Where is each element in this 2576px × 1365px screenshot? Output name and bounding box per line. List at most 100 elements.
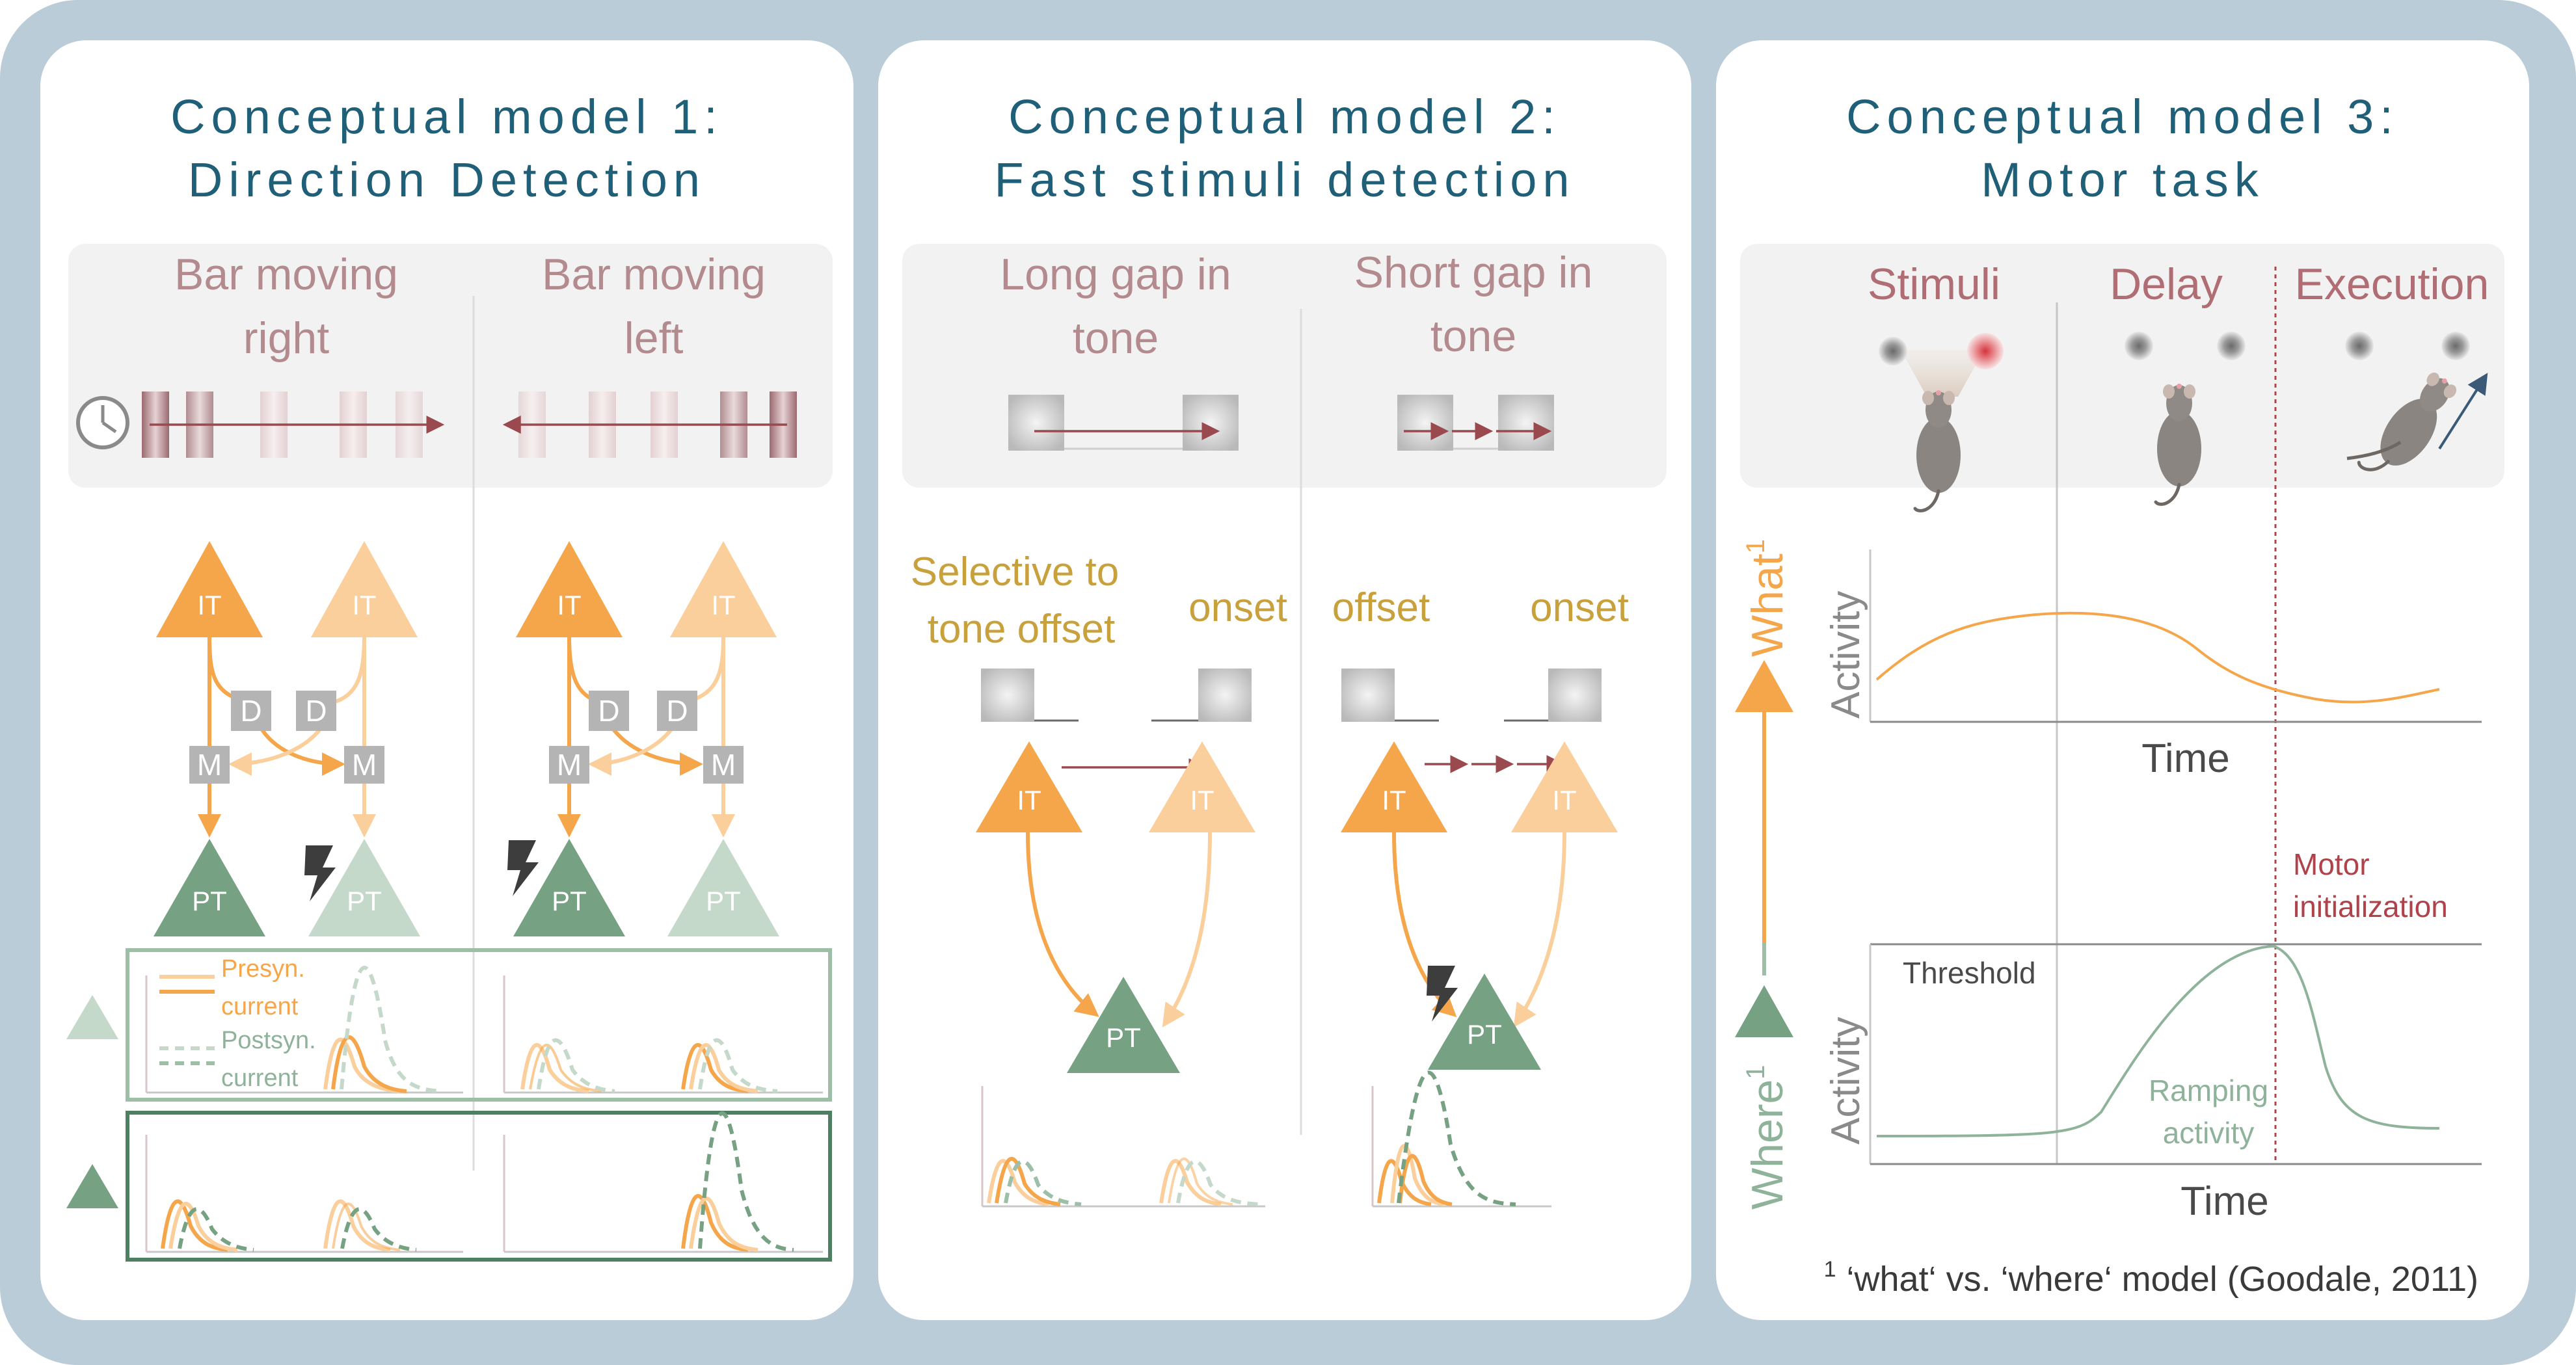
- panel1-title-line2: Direction Detection: [188, 153, 706, 207]
- circuit-long-gap: IT IT PT: [976, 741, 1255, 1073]
- delay-box: [657, 691, 697, 731]
- it-neuron: [156, 541, 263, 637]
- stim-short-gap-line1: Short gap in: [1354, 248, 1593, 297]
- pt-neuron: [1067, 977, 1180, 1073]
- phase-stimuli: Stimuli: [1868, 259, 2000, 309]
- delay-box: [296, 691, 336, 731]
- svg-text:D: D: [240, 694, 262, 728]
- svg-text:PT: PT: [706, 886, 741, 916]
- execution-scene: [2345, 332, 2488, 490]
- it-neuron: [516, 541, 623, 637]
- where-activity-plot: Threshold Activity Time Ramping activity: [1823, 943, 2482, 1224]
- label-onset-left: onset: [1188, 585, 1287, 630]
- legend-postsyn-line2: current: [221, 1065, 299, 1092]
- svg-text:IT: IT: [1017, 785, 1041, 815]
- x-axis-label-time: Time: [2180, 1179, 2268, 1224]
- tone-short-gap: [1397, 395, 1554, 451]
- x-axis-label-time: Time: [2141, 736, 2229, 781]
- svg-text:IT: IT: [1552, 785, 1576, 815]
- panel-model-2: Conceptual model 2: Fast stimuli detecti…: [878, 40, 1691, 1320]
- delay-scene: [2125, 332, 2246, 504]
- svg-text:D: D: [666, 694, 688, 728]
- phase-execution: Execution: [2295, 259, 2489, 309]
- legend-presyn-line1: Presyn.: [221, 955, 305, 983]
- clock-icon: [76, 396, 129, 449]
- stim-right-line2: right: [243, 313, 329, 363]
- svg-text:IT: IT: [197, 590, 221, 620]
- stim-left-line1: Bar moving: [542, 250, 766, 299]
- motor-init-line1: Motor: [2293, 847, 2370, 881]
- delay-box: [589, 691, 629, 731]
- svg-text:PT: PT: [1467, 1019, 1502, 1050]
- ramping-label-line2: activity: [2163, 1116, 2255, 1150]
- svg-text:PT: PT: [1106, 1022, 1141, 1053]
- legend-presyn-line2: current: [221, 993, 299, 1020]
- what-label: What1: [1741, 539, 1792, 657]
- label-selective-line1: Selective to: [911, 550, 1120, 594]
- what-activity-plot: Activity Time: [1823, 550, 2482, 781]
- footnote: 1‘what‘ vs. ‘where‘ model (Goodale, 2011…: [1824, 1257, 2478, 1299]
- motor-init-line2: initialization: [2293, 890, 2448, 923]
- response-traces-dark-right: [145, 1135, 463, 1253]
- modulator-box: [549, 746, 589, 784]
- it-neuron: [311, 541, 418, 637]
- stimuli-scene: [1879, 333, 2004, 510]
- response-traces-dark-left: [503, 1111, 823, 1253]
- tone-long-gap: [1008, 395, 1239, 451]
- it-neuron: [1341, 741, 1447, 832]
- y-axis-label-activity: Activity: [1823, 591, 1868, 719]
- panel2-title-line1: Conceptual model 2:: [1008, 90, 1561, 144]
- it-neuron: [1511, 741, 1618, 832]
- y-axis-label-activity: Activity: [1823, 1017, 1868, 1145]
- pt-neuron: [513, 839, 625, 936]
- response-traces-light-right: [145, 966, 463, 1094]
- svg-text:D: D: [305, 694, 327, 728]
- svg-text:IT: IT: [1382, 785, 1406, 815]
- circuit-moving-right: IT IT D D M M PT PT: [154, 541, 420, 936]
- it-neuron: [976, 741, 1082, 832]
- modulator-box: [344, 746, 384, 784]
- response-box-light-pt: [126, 948, 832, 1102]
- circuit-moving-left: IT IT D D M M PT PT: [507, 541, 779, 936]
- threshold-label: Threshold: [1903, 956, 2036, 990]
- what-marker-icon: [1735, 660, 1793, 712]
- panel3-title-line1: Conceptual model 3:: [1846, 90, 2399, 144]
- where-marker-icon: [1735, 985, 1793, 1037]
- pt-neuron: [154, 839, 265, 936]
- panel1-stimulus-band: [68, 244, 833, 488]
- response-traces-light-left: [503, 975, 823, 1094]
- circuit-short-gap: IT IT PT: [1341, 741, 1618, 1070]
- legend: Presyn. current Postsyn. current: [159, 955, 316, 1092]
- modulator-box: [189, 746, 230, 784]
- where-label: Where1: [1741, 1065, 1792, 1210]
- svg-text:M: M: [557, 748, 582, 782]
- it-neuron: [1149, 741, 1255, 832]
- where-activity-curve: [1876, 944, 2440, 1137]
- label-offset: offset: [1332, 585, 1430, 630]
- modulator-box: [703, 746, 744, 784]
- svg-text:M: M: [352, 748, 377, 782]
- bars-moving-right: [142, 391, 445, 458]
- response-box-dark-pt: [126, 1111, 832, 1262]
- svg-text:IT: IT: [1190, 785, 1214, 815]
- label-onset-right: onset: [1530, 585, 1629, 630]
- svg-text:PT: PT: [192, 886, 227, 916]
- what-activity-curve: [1875, 611, 2440, 704]
- mini-tone-icons: [981, 669, 1602, 722]
- svg-text:D: D: [598, 694, 619, 728]
- svg-text:PT: PT: [347, 886, 382, 916]
- stim-left-line2: left: [624, 313, 684, 363]
- bars-moving-left: [502, 391, 797, 458]
- stim-long-gap-line2: tone: [1073, 313, 1159, 363]
- panel1-title-line1: Conceptual model 1:: [170, 90, 723, 144]
- stim-right-line1: Bar moving: [174, 250, 398, 299]
- pt-light-marker-icon: [66, 995, 118, 1039]
- panel-model-1: Conceptual model 1: Direction Detection …: [40, 40, 853, 1320]
- svg-text:M: M: [197, 748, 222, 782]
- label-selective-line2: tone offset: [928, 607, 1115, 652]
- legend-postsyn-line1: Postsyn.: [221, 1027, 316, 1054]
- pt-neuron: [667, 839, 779, 936]
- svg-text:M: M: [711, 748, 736, 782]
- pt-neuron: [308, 839, 420, 936]
